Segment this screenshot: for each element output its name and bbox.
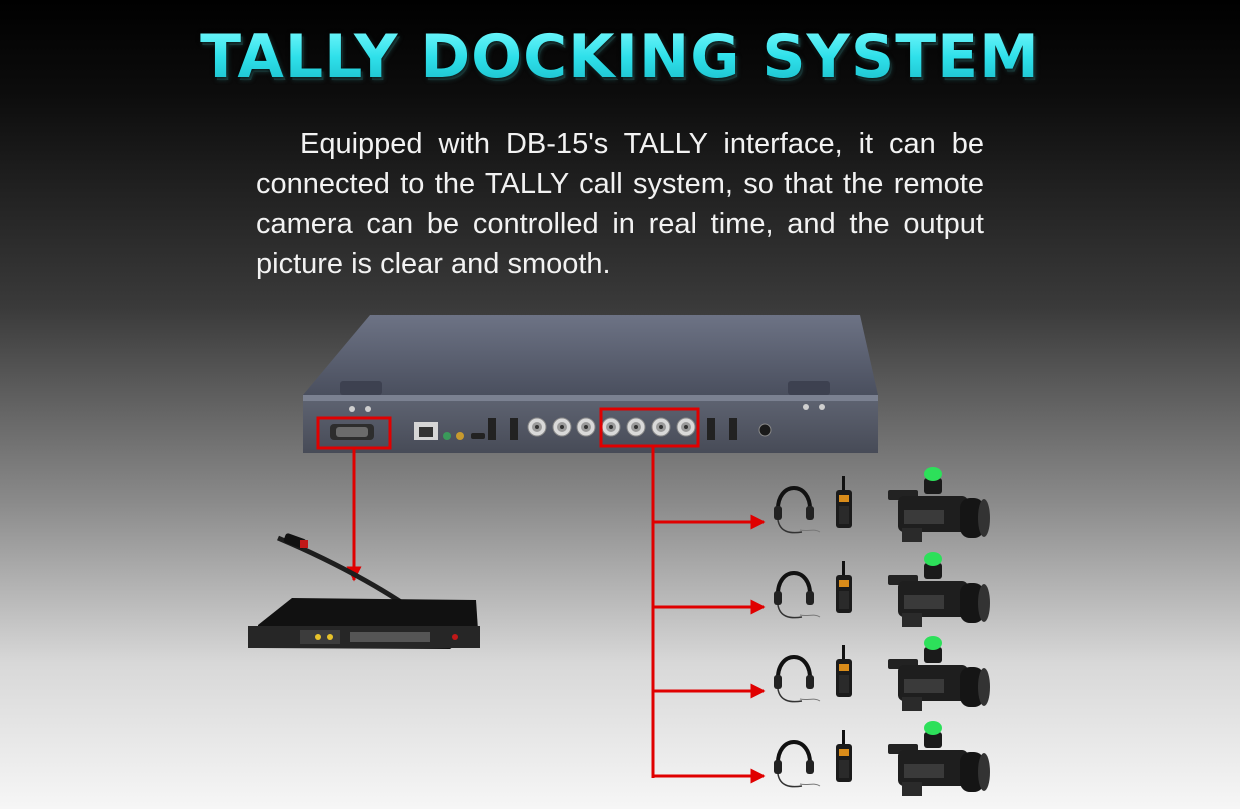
walkie-talkie-icon bbox=[836, 476, 852, 528]
bnc-highlight bbox=[599, 407, 700, 448]
tally-distribution-lines bbox=[651, 446, 766, 784]
tally-base-station bbox=[248, 533, 480, 649]
endpoint-1 bbox=[772, 467, 990, 542]
headset-icon bbox=[772, 740, 822, 789]
headset-icon bbox=[772, 486, 822, 535]
description-text: Equipped with DB-15's TALLY interface, i… bbox=[256, 128, 984, 280]
walkie-talkie-icon bbox=[836, 645, 852, 697]
endpoint-4 bbox=[772, 721, 990, 796]
video-camera-icon bbox=[888, 552, 990, 627]
video-camera-icon bbox=[888, 636, 990, 711]
endpoint-2 bbox=[772, 552, 990, 627]
walkie-talkie-icon bbox=[836, 730, 852, 782]
video-camera-icon bbox=[888, 467, 990, 542]
page-title: TALLY DOCKING SYSTEM bbox=[0, 22, 1240, 92]
video-camera-icon bbox=[888, 721, 990, 796]
headset-icon bbox=[772, 571, 822, 620]
main-device bbox=[303, 315, 878, 453]
walkie-talkie-icon bbox=[836, 561, 852, 613]
endpoint-3 bbox=[772, 636, 990, 711]
db15-port bbox=[330, 424, 374, 440]
headset-icon bbox=[772, 655, 822, 704]
